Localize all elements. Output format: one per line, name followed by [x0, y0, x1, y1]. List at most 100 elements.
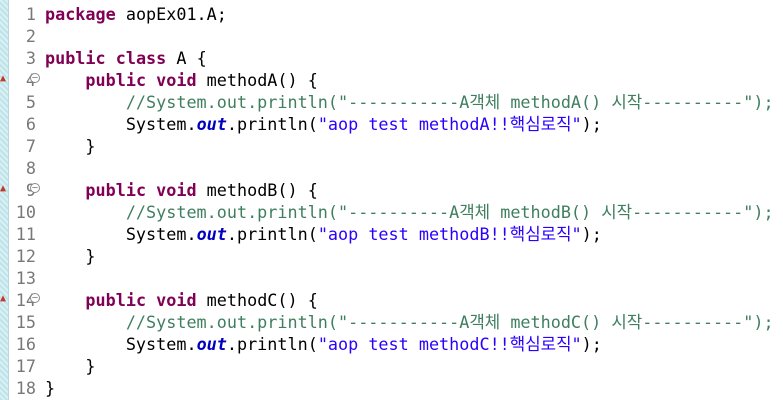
code-text[interactable]: public void methodA() {: [45, 69, 318, 91]
code-token: );: [581, 114, 602, 134]
code-token: }: [45, 136, 96, 156]
line-number: 10: [15, 202, 36, 222]
code-token: aopEx01.A;: [115, 4, 227, 24]
code-token: [45, 92, 126, 112]
code-token: System.: [45, 114, 197, 134]
code-text[interactable]: package aopEx01.A;: [45, 3, 227, 25]
code-token: methodC() {: [196, 290, 318, 310]
code-line[interactable]: 12 }: [0, 245, 783, 267]
keyword-token: public: [85, 70, 147, 90]
code-text[interactable]: public void methodB() {: [45, 179, 318, 201]
string-token: "aop test methodA!!핵심로직": [317, 114, 582, 134]
line-number: 16: [15, 334, 36, 354]
code-line[interactable]: 3 public class A {: [0, 47, 783, 69]
code-token: [146, 290, 156, 310]
fold-toggle-icon[interactable]: –: [30, 183, 40, 193]
line-number: 15: [15, 312, 36, 332]
code-token: [45, 70, 85, 90]
line-number: 5: [25, 92, 36, 112]
code-text[interactable]: //System.out.println("----------A객체 meth…: [45, 201, 774, 223]
code-line[interactable]: ▲9– public void methodB() {: [0, 179, 783, 201]
code-token: .println(: [226, 334, 318, 354]
keyword-token: public: [85, 290, 147, 310]
code-text[interactable]: }: [45, 245, 95, 267]
code-line[interactable]: 7 }: [0, 135, 783, 157]
code-token: System.: [45, 334, 197, 354]
keyword-token: void: [156, 70, 197, 90]
code-line[interactable]: 5 //System.out.println("-----------A객체 m…: [0, 91, 783, 113]
code-line[interactable]: ▲4– public void methodA() {: [0, 69, 783, 91]
code-token: [45, 312, 126, 332]
code-line[interactable]: 13: [0, 267, 783, 289]
override-icon[interactable]: ▲: [0, 73, 7, 84]
fold-toggle-icon[interactable]: –: [30, 293, 40, 303]
code-line[interactable]: 2: [0, 25, 783, 47]
code-text[interactable]: System.out.println("aop test methodC!!핵심…: [45, 333, 602, 355]
code-line[interactable]: 16 System.out.println("aop test methodC!…: [0, 333, 783, 355]
code-lines[interactable]: 1 package aopEx01.A; 23 public class A {▲4–…: [0, 3, 783, 399]
line-number: 3: [25, 48, 36, 68]
keyword-token: void: [156, 290, 197, 310]
code-text[interactable]: }: [45, 377, 55, 399]
code-line[interactable]: 8: [0, 157, 783, 179]
code-token: A {: [166, 48, 207, 68]
code-token: [146, 180, 156, 200]
code-text[interactable]: public class A {: [45, 47, 207, 69]
code-token: );: [581, 224, 602, 244]
code-token: [45, 180, 85, 200]
code-text[interactable]: //System.out.println("-----------A객체 met…: [45, 91, 774, 113]
code-token: [45, 290, 85, 310]
string-token: "aop test methodB!!핵심로직": [317, 224, 582, 244]
code-text[interactable]: System.out.println("aop test methodB!!핵심…: [45, 223, 602, 245]
code-text[interactable]: }: [45, 135, 96, 157]
code-line[interactable]: 11 System.out.println("aop test methodB!…: [0, 223, 783, 245]
keyword-token: void: [156, 180, 197, 200]
comment-token: //System.out.println("-----------A객체 met…: [125, 92, 774, 112]
code-token: }: [45, 378, 56, 398]
code-text[interactable]: //System.out.println("-----------A객체 met…: [45, 311, 774, 333]
code-token: methodA() {: [196, 70, 318, 90]
line-number: 8: [25, 158, 36, 178]
code-line[interactable]: 1 package aopEx01.A;: [0, 3, 783, 25]
line-number: 7: [25, 136, 36, 156]
field-token: out: [196, 224, 227, 244]
code-line[interactable]: 15 //System.out.println("-----------A객체 …: [0, 311, 783, 333]
line-number: 2: [25, 26, 36, 46]
field-token: out: [196, 334, 227, 354]
code-line[interactable]: 18}: [0, 377, 783, 399]
code-token: }: [45, 356, 96, 376]
code-text[interactable]: System.out.println("aop test methodA!!핵심…: [45, 113, 602, 135]
code-line[interactable]: ▲14– public void methodC() {: [0, 289, 783, 311]
line-number: 12: [15, 246, 36, 266]
override-icon[interactable]: ▲: [0, 293, 7, 304]
field-token: out: [196, 114, 227, 134]
code-token: );: [581, 334, 602, 354]
string-token: "aop test methodC!!핵심로직": [317, 334, 582, 354]
keyword-token: package: [45, 4, 116, 24]
keyword-token: public: [45, 48, 106, 68]
code-text[interactable]: }: [45, 355, 96, 377]
code-token: .println(: [226, 114, 318, 134]
code-line[interactable]: 6 System.out.println("aop test methodA!!…: [0, 113, 783, 135]
annotation-ruler: [0, 0, 9, 400]
override-icon[interactable]: ▲: [0, 183, 7, 194]
comment-token: //System.out.println("-----------A객체 met…: [125, 312, 774, 332]
keyword-token: class: [115, 48, 167, 68]
line-number: 6: [25, 114, 36, 134]
code-token: [45, 202, 126, 222]
line-number: 11: [15, 224, 36, 244]
comment-token: //System.out.println("----------A객체 meth…: [125, 202, 774, 222]
code-token: System.: [45, 224, 197, 244]
code-line[interactable]: 10 //System.out.println("----------A객체 m…: [0, 201, 783, 223]
fold-toggle-icon[interactable]: –: [30, 73, 40, 83]
code-token: methodB() {: [196, 180, 318, 200]
code-token: [146, 70, 156, 90]
line-number: 1: [25, 4, 36, 24]
code-line[interactable]: 17 }: [0, 355, 783, 377]
line-number: 18: [15, 378, 36, 398]
code-token: [106, 48, 116, 68]
code-text[interactable]: public void methodC() {: [45, 289, 318, 311]
line-number: 17: [15, 356, 36, 376]
line-number: 13: [15, 268, 36, 288]
